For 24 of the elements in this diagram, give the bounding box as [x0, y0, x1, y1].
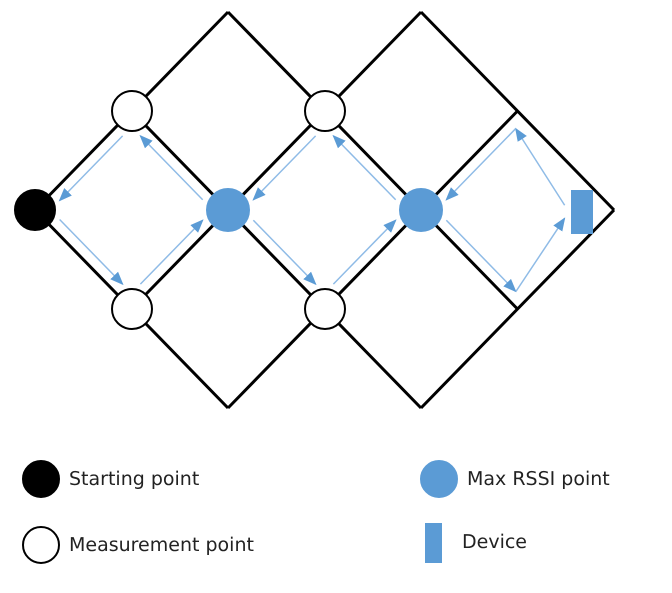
measurement-point-circle — [304, 90, 346, 132]
arrow — [58, 135, 124, 202]
measurement-point-circle — [304, 288, 346, 330]
arrow — [59, 218, 124, 286]
arrow — [140, 219, 204, 285]
arrow — [332, 134, 396, 200]
legend-label: Measurement point — [69, 533, 254, 557]
measurement-point-circle — [110, 90, 152, 132]
legend-label: Device — [462, 530, 527, 554]
arrow — [445, 128, 516, 201]
legend-label: Starting point — [69, 467, 200, 491]
arrow — [252, 220, 317, 286]
arrow — [515, 217, 566, 292]
arrow — [446, 220, 517, 292]
arrow — [252, 135, 316, 201]
arrow — [515, 128, 566, 206]
arrow — [139, 134, 204, 200]
arrow — [332, 219, 397, 285]
measurement-point-circle — [110, 288, 152, 330]
legend-label: Max RSSI point — [467, 467, 610, 491]
max-rssi-point-circle — [399, 188, 443, 232]
max-rssi-point-circle — [206, 188, 250, 232]
starting-point-circle — [14, 189, 56, 231]
device-marker — [571, 190, 593, 234]
